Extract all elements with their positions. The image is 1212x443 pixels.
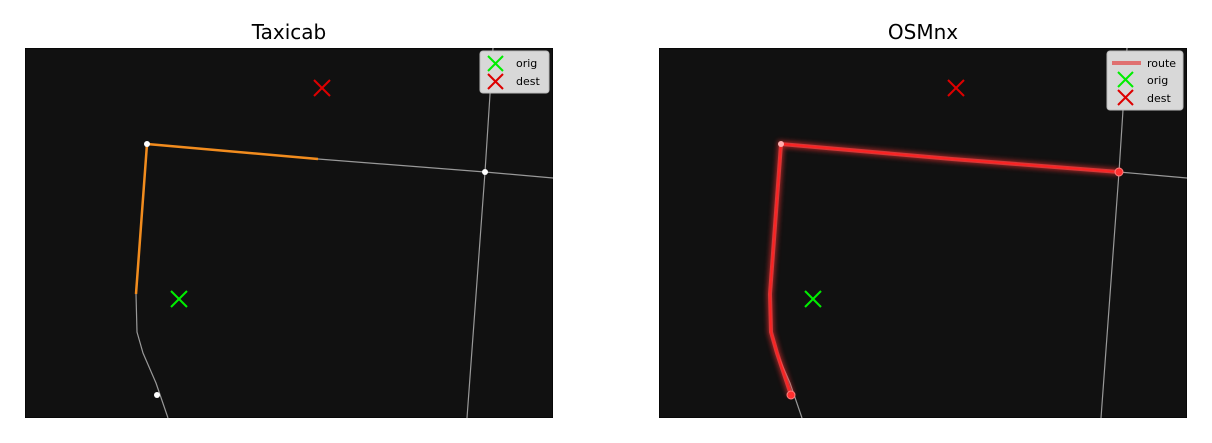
legend-label-dest: dest [516,75,540,88]
legend-dest-icon [487,73,504,90]
street-node [482,169,488,175]
panel-title-taxicab: Taxicab [251,20,327,44]
legend-orig-icon [487,55,504,72]
legend: route orig dest [1106,50,1184,111]
dest-marker [313,79,331,97]
street-node [778,141,784,147]
legend: orig dest [479,50,550,94]
legend-dest-icon [1117,89,1134,106]
osmnx-map: route orig dest [659,48,1187,418]
legend-label-route: route [1147,57,1176,70]
map-background [659,48,1187,418]
osmnx-route [766,140,1120,397]
dest-marker [947,79,965,97]
street-node [144,141,150,147]
taxicab-map: orig dest [25,48,553,418]
legend-label-orig: orig [516,57,537,70]
legend-label-dest: dest [1147,92,1171,105]
orig-marker [170,290,188,308]
panel-title-osmnx: OSMnx [887,20,959,44]
legend-orig-icon [1117,71,1134,88]
route-node [1114,167,1124,177]
map-background [25,48,553,418]
legend-label-orig: orig [1147,74,1168,87]
route-node [786,390,796,400]
street-node [154,392,160,398]
orig-marker [804,290,822,308]
